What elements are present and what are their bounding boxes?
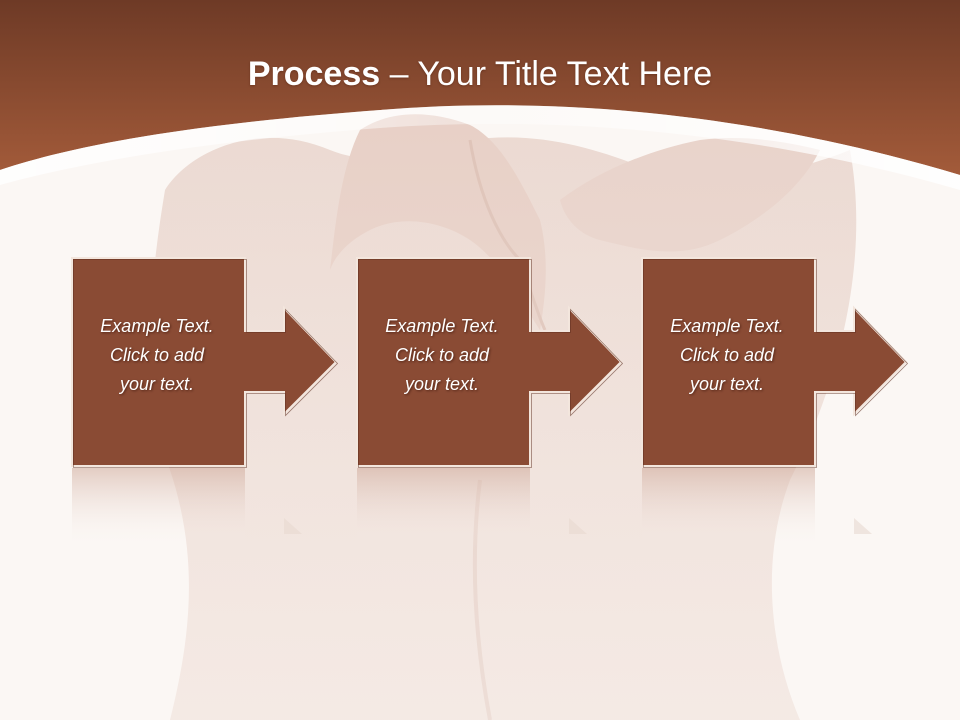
- step-text[interactable]: Example Text. Click to add your text.: [100, 316, 214, 394]
- process-step-3[interactable]: Example Text. Click to add your text.: [640, 256, 910, 468]
- step-1-reflection: [72, 468, 302, 548]
- title-bold-text: Process: [247, 55, 381, 93]
- header-band: [0, 0, 960, 190]
- step-2-reflection: [357, 468, 587, 548]
- step-text[interactable]: Example Text. Click to add your text.: [385, 316, 499, 394]
- arrow-box-shape: [71, 257, 339, 468]
- step-3-reflection: [642, 468, 872, 548]
- process-step-2[interactable]: Example Text. Click to add your text.: [355, 256, 625, 468]
- slide-title[interactable]: Process – Your Title Text Here: [0, 52, 960, 96]
- step-text[interactable]: Example Text. Click to add your text.: [670, 316, 784, 394]
- arrow-box-shape: [356, 257, 624, 468]
- process-step-1[interactable]: Example Text. Click to add your text.: [70, 256, 340, 468]
- arrow-box-shape: [641, 257, 909, 468]
- title-text: – Your Title Text Here: [380, 55, 713, 93]
